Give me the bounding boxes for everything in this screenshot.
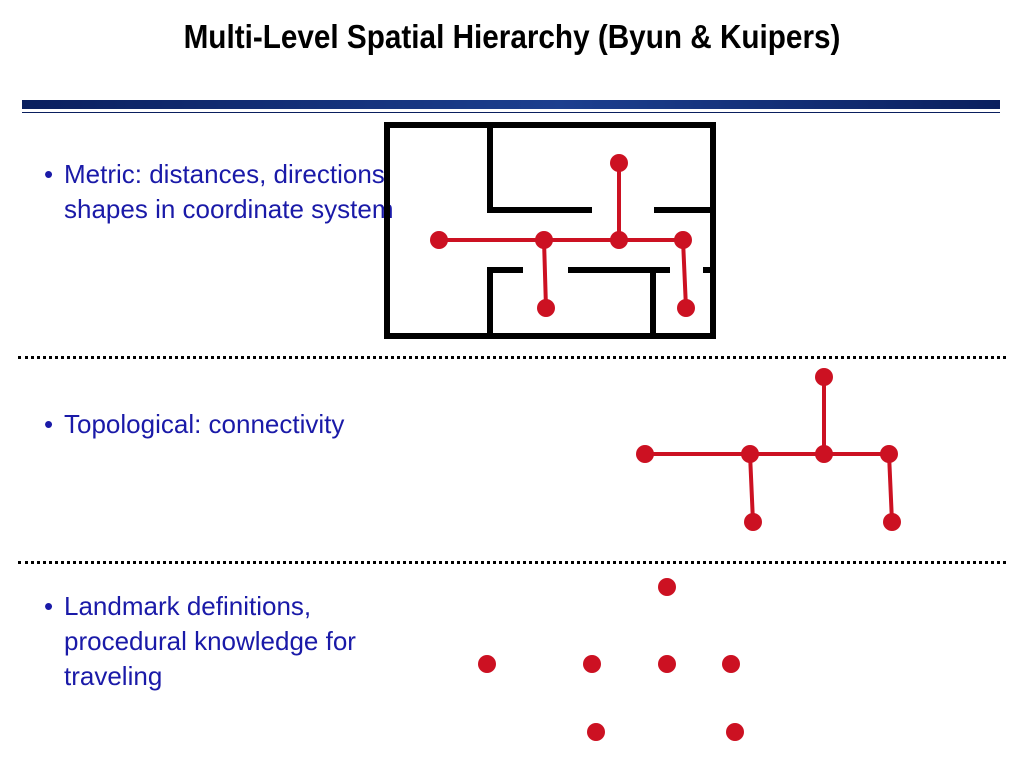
graph-node-center-right: [674, 231, 692, 249]
graph-node-bottom-right: [883, 513, 901, 531]
floor-plan-wall: [487, 267, 523, 336]
graph-node-center: [610, 231, 628, 249]
bullet-metric-text: Metric: distances, directions, shapes in…: [64, 159, 394, 224]
graph-edge-center-left-bottom-left: [748, 452, 755, 524]
graph-node-top: [610, 154, 628, 172]
bullet-landmark: • Landmark definitions, procedural knowl…: [44, 589, 404, 694]
topological-graph-diagram: [636, 368, 901, 531]
floor-plan-wall: [487, 125, 592, 213]
floor-plan-outer-wall: [384, 122, 716, 339]
graph-edge-center-left-bottom-left: [542, 238, 548, 310]
graph-node-center-left: [741, 445, 759, 463]
graph-node-top: [815, 368, 833, 386]
graph-node-center-left: [535, 231, 553, 249]
graph-node-center: [658, 655, 676, 673]
title-rule: [22, 100, 1000, 109]
graph-node-bottom-left: [744, 513, 762, 531]
graph-node-bottom-right: [677, 299, 695, 317]
graph-node-left: [430, 231, 448, 249]
graph-node-left: [636, 445, 654, 463]
bullet-landmark-text: Landmark definitions, procedural knowled…: [64, 591, 356, 691]
graph-node-bottom-left: [587, 723, 605, 741]
level-divider-1: [18, 356, 1006, 359]
metric-graph: [430, 154, 695, 317]
graph-node-center-right: [880, 445, 898, 463]
landmark-nodes: [478, 578, 744, 741]
bullet-metric: • Metric: distances, directions, shapes …: [44, 157, 404, 227]
graph-edge-center-right-bottom-right: [887, 452, 894, 524]
slide-title: Multi-Level Spatial Hierarchy (Byun & Ku…: [183, 18, 841, 55]
landmark-diagram: [478, 578, 744, 741]
graph-node-top: [658, 578, 676, 596]
topological-graph: [636, 368, 901, 531]
floor-plan-walls: [384, 122, 716, 339]
bullet-marker: •: [44, 591, 54, 621]
graph-node-left: [478, 655, 496, 673]
graph-node-bottom-right: [726, 723, 744, 741]
metric-map-diagram: [384, 122, 716, 339]
graph-node-bottom-left: [537, 299, 555, 317]
title-rule-thin: [22, 112, 1000, 113]
graph-node-center-right: [722, 655, 740, 673]
graph-node-center: [815, 445, 833, 463]
bullet-marker: •: [44, 409, 54, 439]
graph-edge-center-right-bottom-right: [681, 238, 688, 310]
bullet-topological-text: Topological: connectivity: [64, 409, 345, 439]
level-divider-2: [18, 561, 1006, 564]
graph-node-center-left: [583, 655, 601, 673]
bullet-marker: •: [44, 159, 54, 189]
bullet-topological: • Topological: connectivity: [44, 407, 404, 442]
